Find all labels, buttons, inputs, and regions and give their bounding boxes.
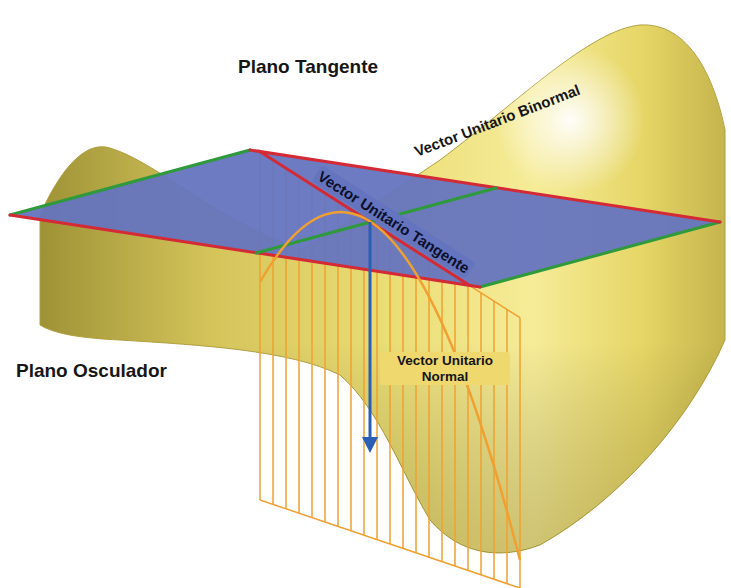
normal-arrowhead [362, 437, 378, 453]
hatch-edge [260, 500, 520, 588]
hatch-line [389, 235, 391, 544]
hatch-line [519, 318, 521, 588]
normal-vector [369, 222, 372, 440]
hatch-line [467, 285, 469, 571]
hatch-line [441, 268, 443, 562]
hatch-line [376, 227, 378, 540]
label-text: Plano Osculador [16, 360, 167, 382]
hatch-line [480, 293, 482, 575]
label-text: Plano Tangente [238, 56, 378, 78]
hatch-line [493, 301, 495, 579]
hatch-line [402, 243, 404, 548]
plane-edge [10, 150, 250, 215]
saddle-surface [40, 25, 725, 553]
hatch-line [454, 276, 456, 566]
hatch-line [415, 251, 417, 553]
label-text: Vector Unitario Normal [380, 352, 510, 385]
osculating-curve [260, 212, 520, 560]
saddle-shading [40, 25, 725, 553]
hatch-line [506, 309, 508, 583]
label-text: Vector Unitario Tangente [312, 165, 476, 279]
hatch-line [428, 260, 430, 558]
label-text: Vector Unitario Binormal [412, 81, 582, 160]
plane-edge [480, 222, 720, 287]
